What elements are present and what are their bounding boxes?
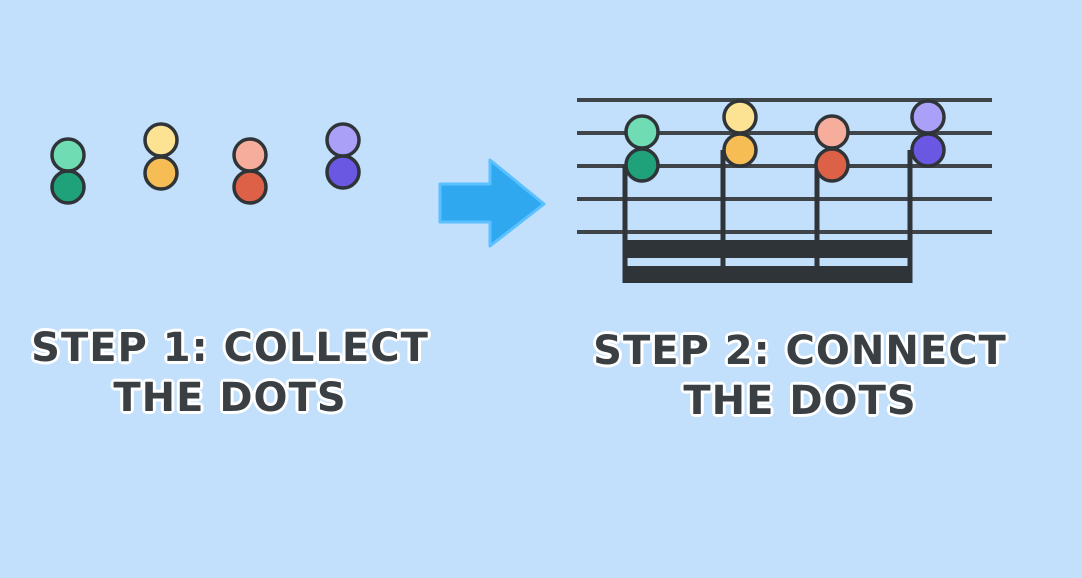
- note-head-top: [722, 99, 758, 135]
- note-beams: [624, 240, 912, 283]
- arrow-shape: [438, 158, 546, 248]
- dot-bottom: [232, 169, 268, 205]
- step1-caption: STEP 1: COLLECT THE DOTS: [10, 323, 450, 423]
- beam-top: [624, 240, 912, 258]
- step1-caption-line2: THE DOTS: [113, 375, 347, 421]
- dot-bottom: [143, 155, 179, 191]
- note-head-bottom: [624, 147, 660, 183]
- note-head-top: [910, 99, 946, 135]
- dot-bottom: [50, 169, 86, 205]
- beamed-notes: [622, 99, 946, 283]
- step1-dot-collection: [50, 122, 361, 205]
- beam-bottom: [624, 266, 912, 283]
- dot-top: [50, 137, 86, 173]
- step2-caption: STEP 2: CONNECT THE DOTS: [555, 326, 1045, 426]
- right-arrow-icon: [438, 158, 546, 248]
- dot-top: [143, 122, 179, 158]
- step1-caption-line1: STEP 1: COLLECT: [31, 325, 429, 371]
- note-head-top: [624, 114, 660, 150]
- dot-top: [325, 122, 361, 158]
- note-head-bottom: [910, 132, 946, 168]
- dot-top: [232, 137, 268, 173]
- note-head-bottom: [814, 147, 850, 183]
- note-head-top: [814, 114, 850, 150]
- dot-bottom: [325, 154, 361, 190]
- step2-caption-line1: STEP 2: CONNECT: [593, 328, 1007, 374]
- step2-caption-line2: THE DOTS: [683, 378, 917, 424]
- note-head-bottom: [722, 132, 758, 168]
